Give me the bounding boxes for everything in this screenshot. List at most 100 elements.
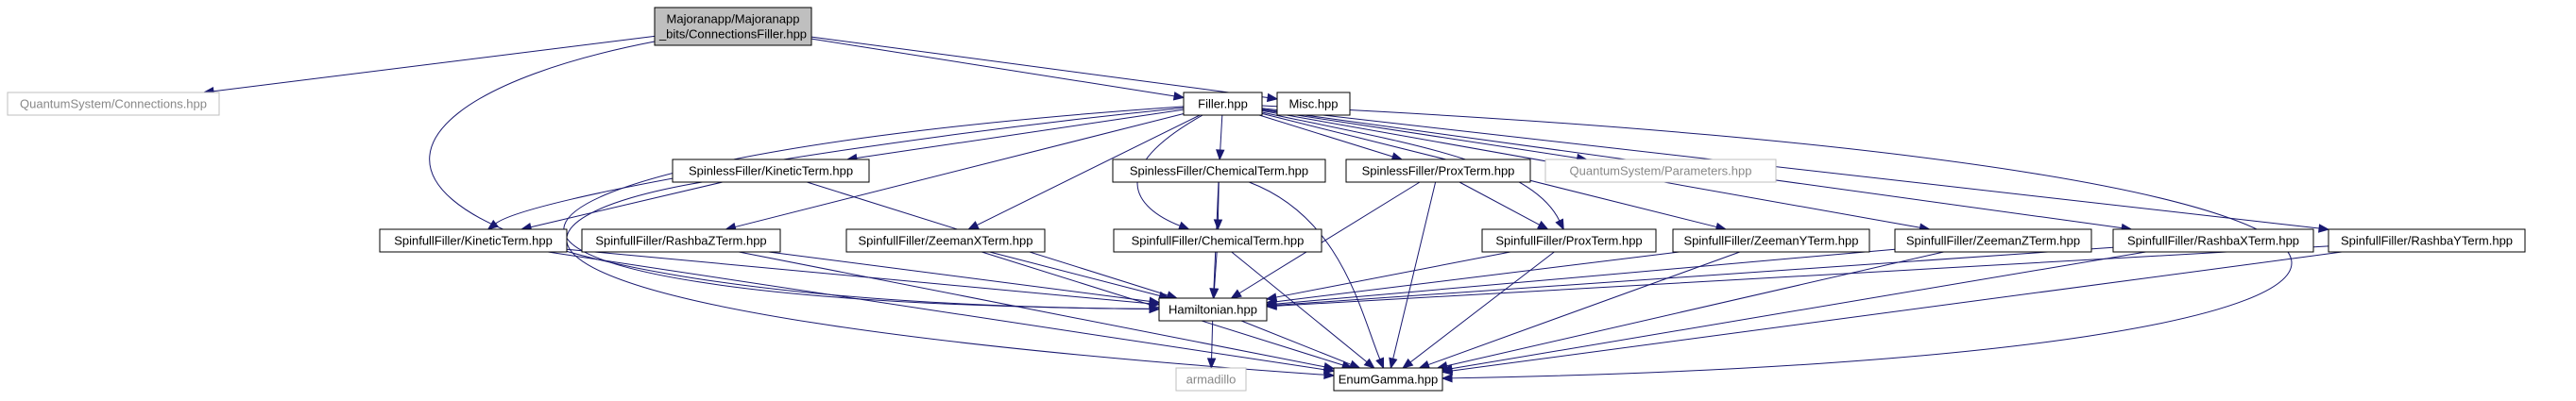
node-sf-chemical[interactable]: SpinfullFiller/ChemicalTerm.hpp [1113,228,1322,253]
node-sl-chemical[interactable]: SpinlessFiller/ChemicalTerm.hpp [1112,159,1326,183]
edge-sf_rashbax-to-enumgamma [1441,251,2146,374]
arrowhead [1363,358,1375,369]
node-filler[interactable]: Filler.hpp [1183,92,1263,116]
node-qs-conn: QuantumSystem/Connections.hpp [7,92,220,116]
node-box [1183,92,1263,116]
node-box [1175,367,1247,392]
node-sf-zeemanx[interactable]: SpinfullFiller/ZeemanXTerm.hpp [845,228,1046,253]
node-hamiltonian[interactable]: Hamiltonian.hpp [1158,297,1268,322]
node-box [1276,92,1351,116]
edge-sf_kinetic-to-hamiltonian [566,248,1161,309]
arrowhead [1322,362,1336,372]
node-sf-rashbay[interactable]: SpinfullFiller/RashbaYTerm.hpp [2328,228,2526,253]
node-label: SpinfullFiller/KineticTerm.hpp [394,233,553,247]
node-sf-rashbax[interactable]: SpinfullFiller/RashbaXTerm.hpp [2112,228,2314,253]
node-box [654,7,812,46]
edge-line [1211,320,1214,359]
edge-hamiltonian-to-enumgamma [1240,320,1361,369]
edge-line [1459,181,1540,226]
edge-filler-to-sf_rashbay [1261,108,2330,233]
node-misc[interactable]: Misc.hpp [1276,92,1351,116]
node-box [1672,228,1870,253]
arrowhead [1375,357,1385,370]
edge-filler-to-sl_kinetic [845,109,1185,163]
node-box [379,228,568,253]
edge-line [1392,181,1437,359]
node-box [1345,159,1531,183]
edge-line [1249,181,1381,359]
edge-filler-to-sl_chemical [1216,114,1225,161]
arrowhead [1402,358,1414,369]
arrowhead [1441,366,1454,376]
node-qs-params: QuantumSystem/Parameters.hpp [1544,159,1777,183]
node-box [1481,228,1657,253]
edge-line [1275,251,1511,298]
edge-line [1409,251,1555,363]
node-label: SpinlessFiller/ProxTerm.hpp [1362,163,1515,177]
node-label: Hamiltonian.hpp [1169,302,1257,316]
node-sl-prox[interactable]: SpinlessFiller/ProxTerm.hpp [1345,159,1531,183]
node-box [2328,228,2526,253]
arrowhead [1148,296,1161,306]
node-label: SpinfullFiller/RashbaYTerm.hpp [2341,233,2513,247]
node-label: Filler.hpp [1198,96,1248,110]
arrowhead [1441,374,1453,383]
edge-line [566,181,1325,376]
arrowhead [1230,289,1242,299]
arrowhead [1177,221,1190,230]
arrowhead [2318,224,2330,233]
node-sf-kinetic[interactable]: SpinfullFiller/KineticTerm.hpp [379,228,568,253]
edge-root-to-misc [810,36,1279,103]
edge-sl_chemical-to-enumgamma [1249,181,1385,370]
arrowhead [967,221,980,230]
node-label: SpinfullFiller/ProxTerm.hpp [1495,233,1642,247]
edge-root-to-qs_conn [202,35,656,96]
node-box [845,228,1046,253]
node-box [1113,228,1322,253]
node-label: Majoranapp/Majoranapp [667,11,800,25]
edge-line [1238,181,1421,294]
node-label: SpinfullFiller/RashbaXTerm.hpp [2127,233,2299,247]
edge-line [1240,320,1352,365]
edge-line [566,248,1151,305]
node-sf-zeemanz[interactable]: SpinfullFiller/ZeemanZTerm.hpp [1894,228,2092,253]
arrowhead [1216,149,1225,161]
node-root[interactable]: Majoranapp/Majoranapp_bits/ConnectionsFi… [654,7,812,46]
edge-sf_zeemanx-to-hamiltonian [989,251,1170,300]
edge-line [856,109,1185,159]
edge-sf_rashbay-to-enumgamma [1441,251,2343,376]
edge-sf_chemical-to-hamiltonian [1209,251,1220,300]
arrowhead [1266,92,1279,103]
edge-line [768,251,1151,302]
edge-filler-to-sf_prox [1261,111,1564,231]
node-sf-prox[interactable]: SpinfullFiller/ProxTerm.hpp [1481,228,1657,253]
arrowhead [1537,220,1549,230]
node-box [672,159,870,183]
node-label: SpinlessFiller/ChemicalTerm.hpp [1130,163,1308,177]
arrowhead [1213,219,1223,231]
edge-line [1275,246,2114,306]
arrowhead [1172,92,1186,101]
edge-hamiltonian-to-armadillo [1206,320,1217,370]
edge-line [1136,114,1203,226]
edge-sl_prox-to-hamiltonian [1230,181,1421,299]
node-enumgamma[interactable]: EnumGamma.hpp [1333,367,1443,392]
node-sf-zeemany[interactable]: SpinfullFiller/ZeemanYTerm.hpp [1672,228,1870,253]
node-sl-kinetic[interactable]: SpinlessFiller/KineticTerm.hpp [672,159,870,183]
edge-sf_prox-to-enumgamma [1402,251,1555,369]
edge-line [1451,251,2146,370]
node-box [1112,159,1326,183]
edges-layer [202,35,2343,383]
edge-line [1231,251,1368,363]
node-label: QuantumSystem/Connections.hpp [20,96,207,110]
node-label: SpinfullFiller/ChemicalTerm.hpp [1132,233,1305,247]
node-box [581,228,781,253]
node-sf-rashbaz[interactable]: SpinfullFiller/RashbaZTerm.hpp [581,228,781,253]
edge-line [977,114,1201,226]
edge-line [530,181,724,228]
node-label: _bits/ConnectionsFiller.hpp [658,26,807,41]
edge-sf_zeemany-to-hamiltonian [1265,251,1680,307]
edge-line [1275,251,1680,303]
node-label: SpinfullFiller/ZeemanXTerm.hpp [859,233,1033,247]
